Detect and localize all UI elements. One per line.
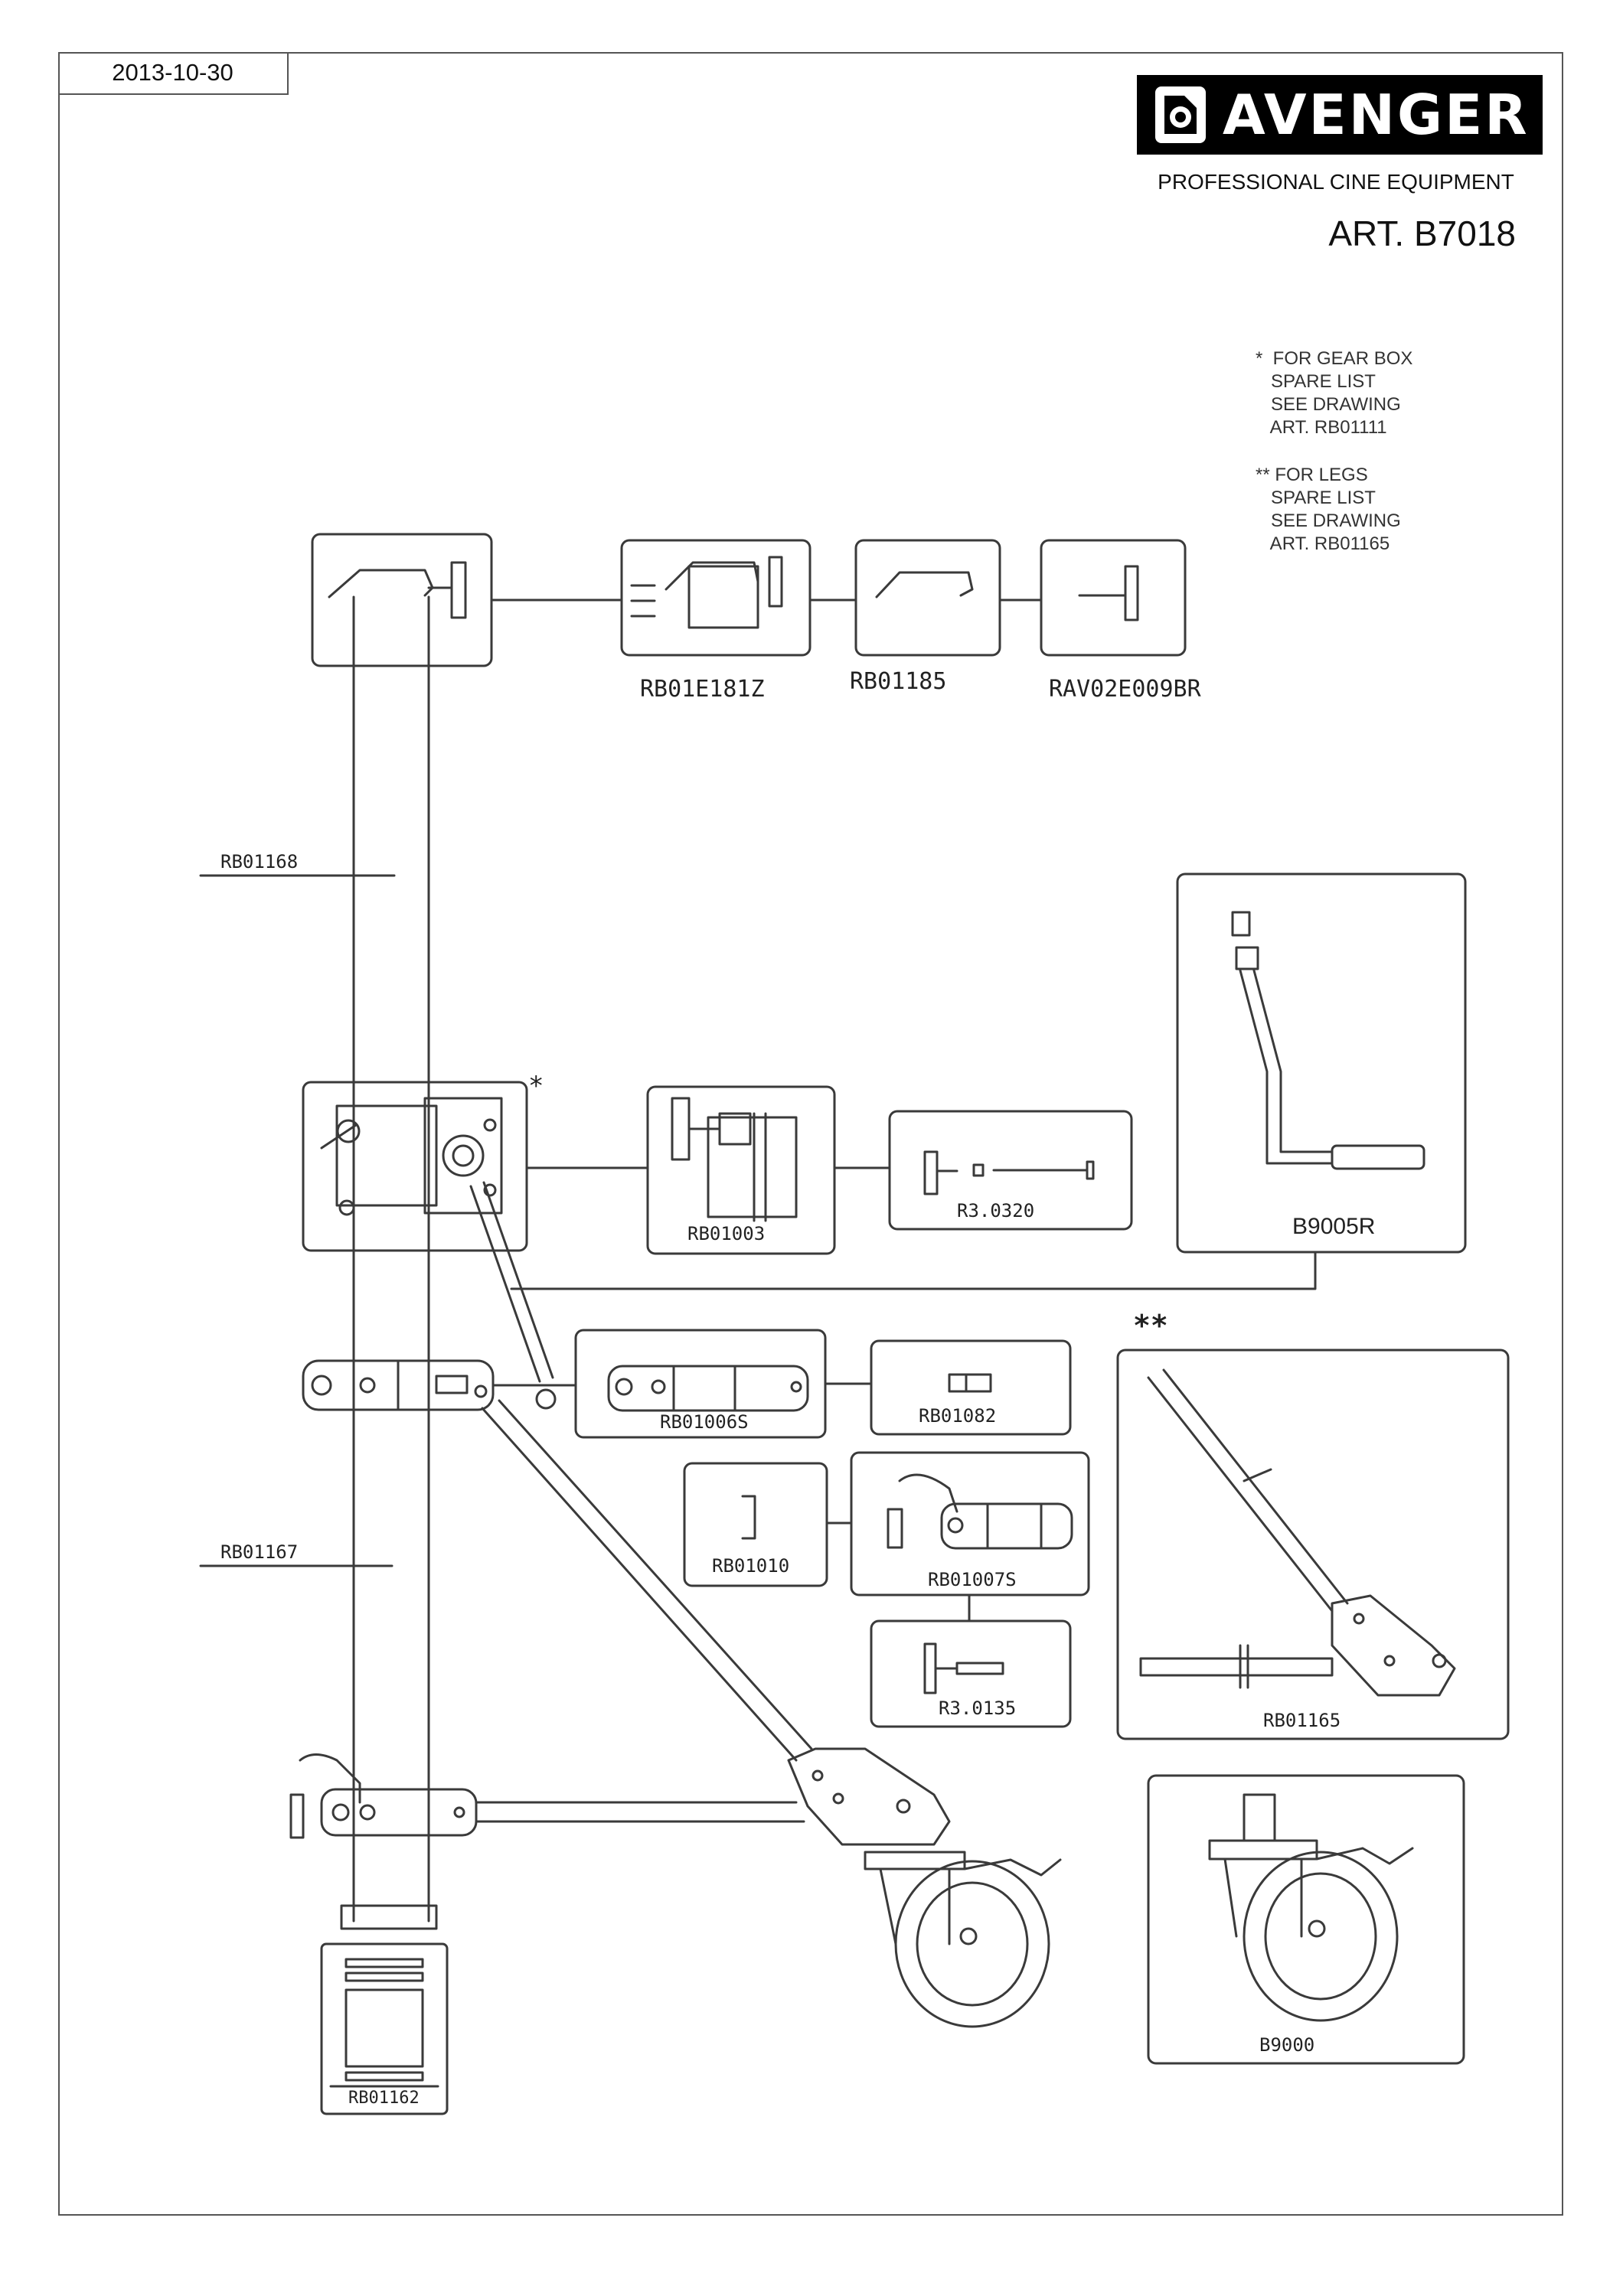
marker-legs: ** bbox=[1133, 1309, 1168, 1342]
label-rb01003: RB01003 bbox=[687, 1223, 765, 1244]
part-rb01e181z bbox=[620, 539, 812, 657]
part-r3-0320 bbox=[888, 1110, 1133, 1231]
label-rav02e009br: RAV02E009BR bbox=[1049, 676, 1202, 703]
part-r3-0135 bbox=[870, 1619, 1072, 1728]
notes-block: * FOR GEAR BOX SPARE LIST SEE DRAWING AR… bbox=[1256, 347, 1412, 580]
label-b9005r: B9005R bbox=[1292, 1214, 1375, 1239]
part-rb01162 bbox=[320, 1942, 449, 2115]
part-rb01185 bbox=[854, 539, 1001, 657]
label-rb01007s: RB01007S bbox=[928, 1569, 1017, 1590]
label-b9000: B9000 bbox=[1259, 2034, 1314, 2056]
top-clamp-assembly bbox=[311, 533, 493, 667]
label-rb01010: RB01010 bbox=[712, 1555, 789, 1577]
avenger-logo-icon bbox=[1155, 86, 1206, 143]
label-rb01165: RB01165 bbox=[1263, 1710, 1341, 1731]
crank-handle bbox=[469, 1181, 557, 1410]
label-rb01e181z: RB01E181Z bbox=[640, 676, 765, 703]
part-rb01082 bbox=[870, 1339, 1072, 1436]
part-rav02e009br bbox=[1040, 539, 1187, 657]
marker-gearbox: * bbox=[528, 1071, 544, 1101]
article-number: ART. B7018 bbox=[1328, 214, 1516, 253]
label-r3-0135: R3.0135 bbox=[939, 1698, 1016, 1719]
brand-name: AVENGER bbox=[1223, 83, 1530, 147]
label-rb01006s: RB01006S bbox=[660, 1411, 749, 1433]
gearbox-assembly bbox=[302, 1081, 528, 1252]
label-r3-0320: R3.0320 bbox=[957, 1200, 1034, 1221]
brand-logo: AVENGER bbox=[1137, 75, 1543, 155]
part-b9005r bbox=[1176, 872, 1467, 1254]
part-b9000 bbox=[1147, 1774, 1465, 2065]
part-rb01003 bbox=[646, 1085, 836, 1255]
note-legs: ** FOR LEGS SPARE LIST SEE DRAWING ART. … bbox=[1256, 465, 1401, 554]
part-rb01010 bbox=[683, 1462, 828, 1587]
upper-arm-clamp bbox=[302, 1359, 495, 1411]
note-gearbox: * FOR GEAR BOX SPARE LIST SEE DRAWING AR… bbox=[1256, 348, 1413, 438]
label-rb01082: RB01082 bbox=[919, 1405, 996, 1427]
main-column bbox=[340, 595, 438, 1930]
label-rb01167: RB01167 bbox=[220, 1541, 298, 1563]
diagonal-brace bbox=[481, 1399, 813, 1762]
label-rb01168: RB01168 bbox=[220, 851, 298, 872]
date-box: 2013-10-30 bbox=[58, 52, 289, 95]
label-rb01185: RB01185 bbox=[850, 668, 946, 695]
lower-clamp-assembly bbox=[289, 1753, 805, 1839]
part-rb01165 bbox=[1116, 1349, 1510, 1740]
brand-subtitle: PROFESSIONAL CINE EQUIPMENT bbox=[1158, 170, 1514, 194]
page-border bbox=[58, 52, 1563, 2216]
main-caster-wheel bbox=[787, 1747, 1062, 2028]
label-rb01162: RB01162 bbox=[348, 2089, 420, 2108]
